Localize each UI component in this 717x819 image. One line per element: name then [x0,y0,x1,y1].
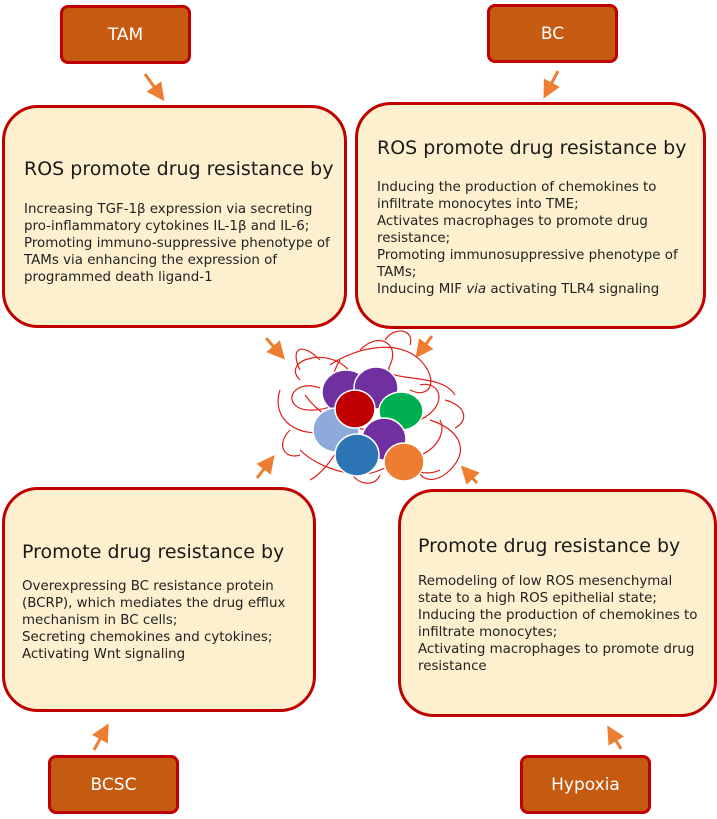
arrow-bc-to-panel [543,70,560,99]
list-item-text: activating TLR4 signaling [486,282,660,297]
list-item: Promoting immuno-suppressive phenotype o… [24,236,330,285]
list-item: Overexpressing BC resistance protein (BC… [22,579,286,628]
cell-red [334,389,376,429]
cell-orange [383,442,425,482]
arrow-bcsc-to-panel [92,723,109,751]
list-item: Promoting immunosuppressive phenotype of… [377,248,678,280]
list-item: Secreting chemokines and cytokines; [22,630,273,645]
list-item: Activates macrophages to promote drug re… [377,214,648,246]
arrow-bcsc-panel-to-tumor [255,455,275,479]
arrow-hypoxia-to-panel [607,725,625,750]
arrow-tam-to-panel [143,73,165,102]
list-item: Inducing the production of chemokines to… [418,608,698,640]
bcsc-panel-title: Promote drug resistance by [22,541,285,563]
bcsc-panel-list: Overexpressing BC resistance protein (BC… [22,578,307,663]
tam-panel: ROS promote drug resistance by Increasin… [2,105,347,328]
list-item: Activating macrophages to promote drug r… [418,642,695,674]
hypoxia-panel-list: Remodeling of low ROS mesenchymal state … [418,573,708,675]
arrow-tam-panel-to-tumor [264,337,285,360]
italic-via: via [466,282,487,297]
list-item: Activating Wnt signaling [22,647,186,662]
hypoxia-panel: Promote drug resistance by Remodeling of… [398,489,717,717]
list-item: Remodeling of low ROS mesenchymal state … [418,574,673,606]
tam-label: TAM [60,5,191,64]
hypoxia-label: Hypoxia [520,755,651,814]
tam-panel-list: Increasing TGF-1β expression via secreti… [24,201,339,286]
list-item: Increasing TGF-1β expression via secreti… [24,202,313,234]
hypoxia-panel-title: Promote drug resistance by [418,535,681,557]
bc-panel: ROS promote drug resistance by Inducing … [355,102,706,329]
arrow-bc-panel-to-tumor [415,335,434,358]
arrows [92,70,625,751]
bc-panel-list: Inducing the production of chemokines to… [377,179,693,298]
list-item: Inducing the production of chemokines to… [377,180,657,212]
tam-panel-title: ROS promote drug resistance by [24,158,334,180]
list-item-text: Inducing MIF [377,282,467,297]
bc-panel-title: ROS promote drug resistance by [377,137,687,159]
bc-label: BC [487,4,618,63]
list-item: Inducing MIF via activating TLR4 signali… [377,281,693,298]
cell-blue [334,433,380,477]
bcsc-panel: Promote drug resistance by Overexpressin… [2,487,316,712]
arrow-hypoxia-panel-to-tumor [460,465,480,485]
bcsc-label: BCSC [48,755,179,814]
tumor-cluster [277,330,465,484]
